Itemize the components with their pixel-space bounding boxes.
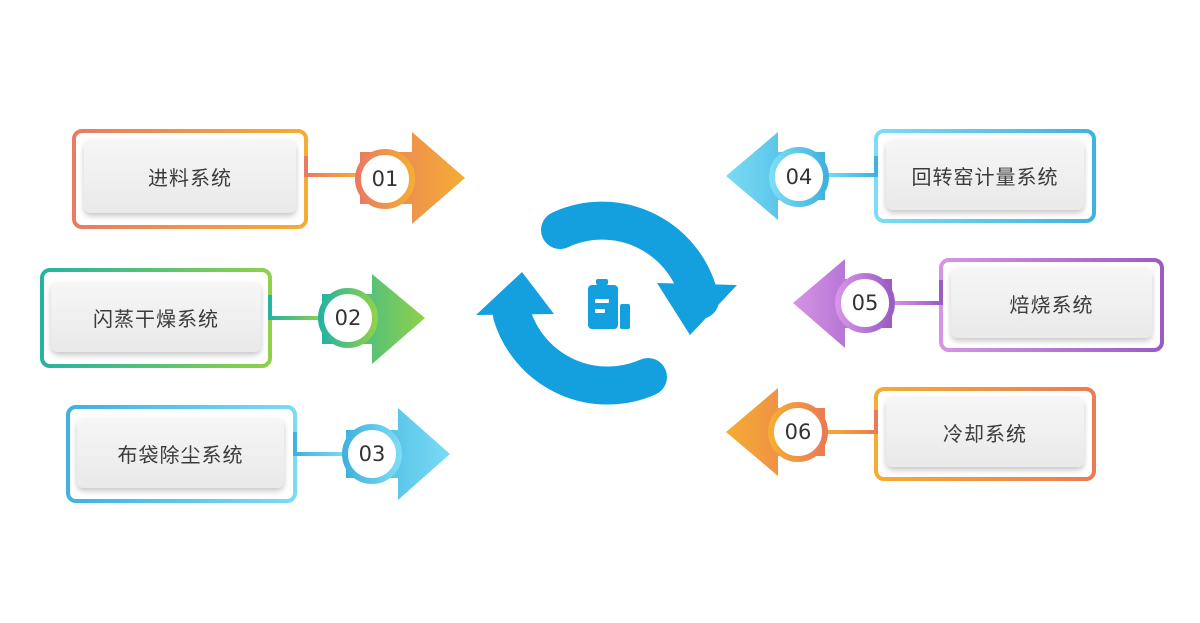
step-03-number: 03 xyxy=(358,442,386,466)
step-02-label: 闪蒸干燥系统 xyxy=(93,306,219,331)
step-04-card xyxy=(886,140,1084,210)
clipboard-icon xyxy=(588,279,630,329)
step-04 xyxy=(726,129,1096,223)
step-06 xyxy=(726,387,1096,481)
step-05-badge xyxy=(835,273,895,333)
step-06-number: 06 xyxy=(784,420,812,444)
step-05 xyxy=(793,258,1164,352)
step-01-badge xyxy=(355,149,415,209)
step-02-number: 02 xyxy=(334,306,362,330)
step-01-number: 01 xyxy=(371,167,399,191)
step-04-connector xyxy=(825,156,878,177)
step-06-card xyxy=(886,397,1084,467)
recycle-arrows-icon xyxy=(476,201,737,405)
step-02-connector xyxy=(268,295,322,320)
step-05-number: 05 xyxy=(851,291,879,315)
step-03-connector xyxy=(293,432,346,456)
step-02-badge xyxy=(318,288,378,348)
step-01-frame xyxy=(72,129,308,229)
step-01-label: 进料系统 xyxy=(148,166,232,190)
step-01-card xyxy=(84,140,296,213)
step-04-number: 04 xyxy=(785,165,813,189)
step-03-badge xyxy=(342,424,402,484)
step-03-label: 布袋除尘系统 xyxy=(117,442,244,467)
step-02 xyxy=(40,268,425,368)
step-04-badge xyxy=(769,147,829,207)
step-05-label: 焙烧系统 xyxy=(1009,292,1094,317)
step-06-connector xyxy=(825,410,878,434)
step-04-label: 回转窑计量系统 xyxy=(911,164,1059,189)
step-02-card xyxy=(51,282,261,352)
step-01 xyxy=(72,129,465,229)
step-05-card xyxy=(951,268,1152,338)
step-03 xyxy=(66,405,450,503)
step-01-connector xyxy=(304,156,360,177)
step-06-label: 冷却系统 xyxy=(943,421,1027,446)
step-06-badge xyxy=(768,402,828,462)
step-05-connector xyxy=(892,280,943,305)
step-03-card xyxy=(77,418,284,488)
